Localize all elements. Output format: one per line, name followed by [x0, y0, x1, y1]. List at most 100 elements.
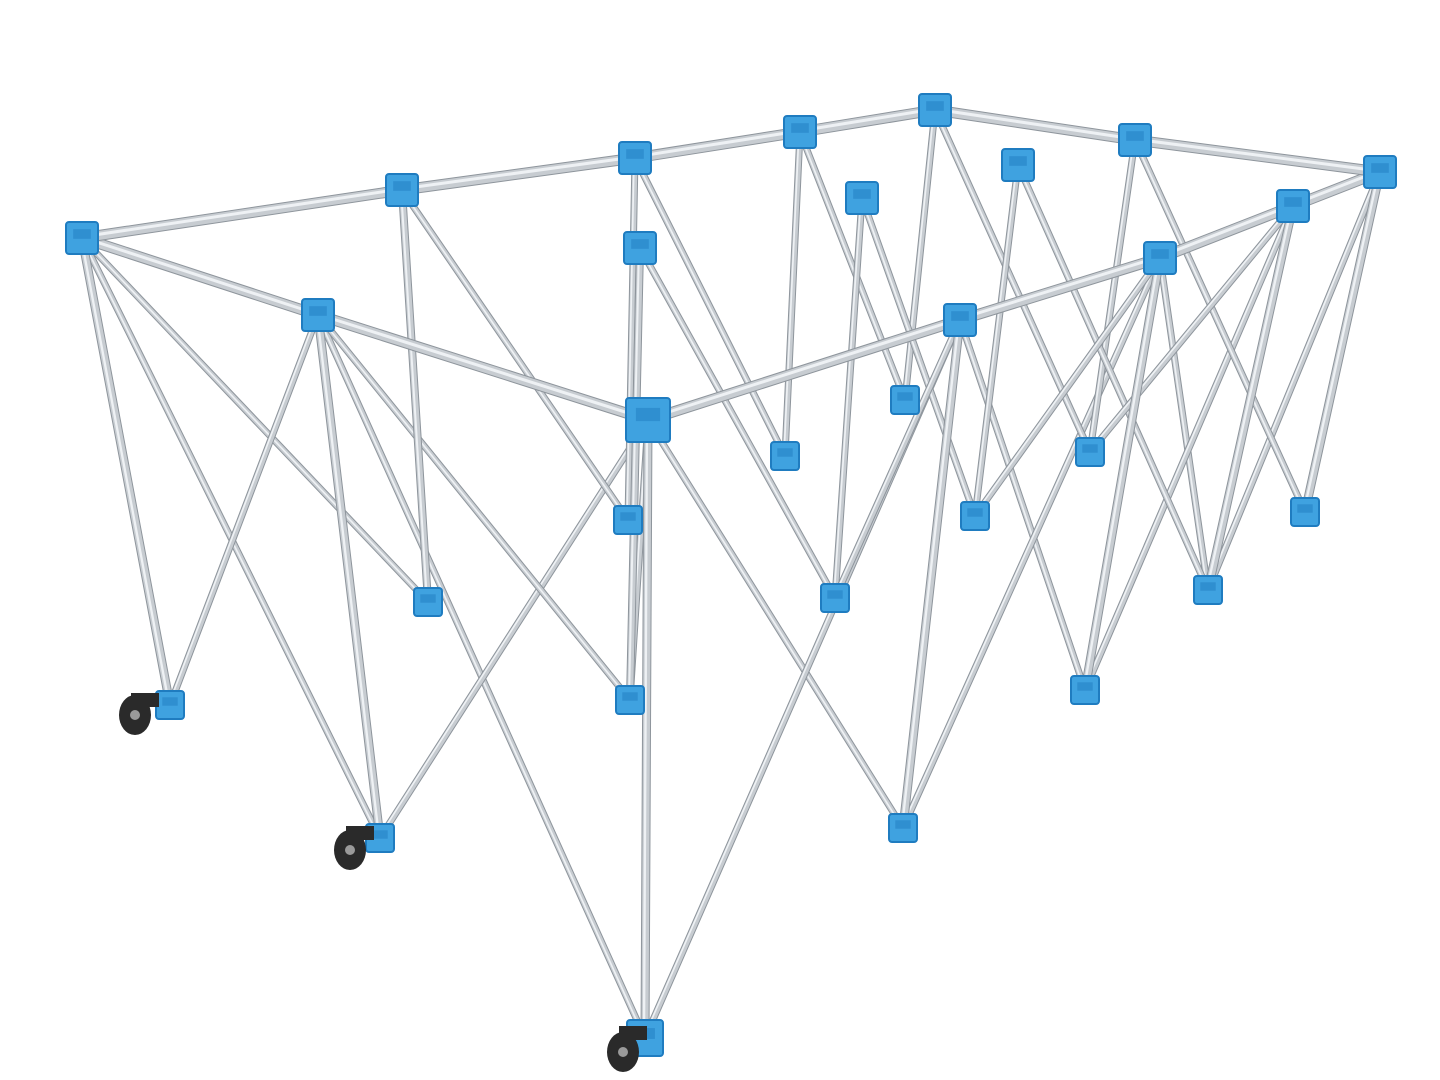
scissor-tube-20-highlight	[1088, 138, 1135, 452]
scissor-tube-10-highlight	[1083, 204, 1293, 690]
top-connector-b4-slot	[926, 101, 944, 111]
caster-hub-0	[130, 710, 140, 720]
caster-hub-1	[345, 845, 355, 855]
scissor-tube-8-highlight	[901, 256, 1160, 828]
top-connector-b3-slot	[791, 123, 809, 133]
caster-bracket-1	[346, 826, 374, 840]
top-connector-i2-slot	[853, 189, 871, 199]
leg-f1-highlight	[315, 312, 381, 839]
scissor-tube-26	[972, 162, 1021, 519]
scissor-tube-14	[625, 155, 638, 523]
scissor-tube-2-highlight	[168, 313, 318, 705]
scissor-tube-26-highlight	[973, 163, 1018, 516]
top-connector-i1-slot	[631, 239, 649, 249]
top-connector-i3-slot	[1009, 156, 1027, 166]
foot-connector-f1-slot	[372, 830, 388, 839]
scissor-tube-16	[782, 129, 803, 459]
scissor-tube-23-highlight	[638, 246, 835, 598]
scissor-tube-18	[902, 107, 938, 403]
rail-0-highlight	[79, 235, 319, 316]
leg-r2-highlight	[1082, 255, 1161, 691]
caster-bracket-2	[619, 1026, 647, 1040]
blue-connectors	[65, 93, 1397, 1057]
scissor-tube-1-highlight	[80, 236, 380, 838]
rail-1-highlight	[315, 312, 649, 421]
leg-br	[1301, 168, 1384, 516]
scissor-tube-30-highlight	[833, 318, 960, 598]
rail-7-highlight	[399, 155, 636, 191]
scissor-tube-11	[1205, 169, 1383, 593]
foot-connector-r2-slot	[1077, 682, 1093, 691]
top-connector-f1-slot	[309, 306, 327, 316]
scissor-tube-7-highlight	[958, 318, 1085, 690]
aluminum-frame	[77, 106, 1385, 1043]
foot-connector-c3-slot	[777, 448, 793, 457]
scissor-tube-16-highlight	[783, 130, 800, 456]
scissor-tube-5-highlight	[646, 418, 903, 828]
rail-8-highlight	[632, 129, 801, 159]
scissor-tube-32-highlight	[1088, 204, 1293, 452]
top-rail-bars	[76, 104, 1386, 426]
top-connector-fl-slot	[73, 229, 91, 239]
scissor-tube-11-highlight	[1206, 170, 1380, 590]
scissor-tube-25-highlight	[860, 196, 975, 516]
scissor-tube-24	[832, 195, 865, 601]
top-connector-fr2-slot	[1284, 197, 1302, 207]
scissor-tube-30	[832, 317, 963, 601]
scissor-tube-28-highlight	[316, 313, 630, 700]
foot-connector-r1-slot	[895, 820, 911, 829]
caster-bracket-0	[131, 693, 159, 707]
leg-r1-highlight	[900, 317, 961, 829]
rail-11-highlight	[1132, 137, 1381, 173]
scissor-tube-14-highlight	[626, 156, 635, 520]
scissor-tube-2	[167, 312, 321, 708]
foot-connector-fr2-slot	[1200, 582, 1216, 591]
rail-4-highlight	[1157, 203, 1294, 259]
scissor-tube-20	[1087, 137, 1138, 455]
top-connector-b5-slot	[1126, 131, 1144, 141]
top-connector-b2-slot	[626, 149, 644, 159]
scissor-tube-9-highlight	[1158, 256, 1208, 590]
scissor-tube-21-highlight	[1133, 138, 1305, 512]
foot-connector-fl-slot	[162, 697, 178, 706]
top-connector-r1-slot	[951, 311, 969, 321]
scissor-tube-18-highlight	[903, 108, 935, 400]
rail-10-highlight	[932, 107, 1136, 141]
leg-fc-highlight	[642, 417, 649, 1039]
scissor-tube-24-highlight	[833, 196, 862, 598]
leg-fl-highlight	[79, 235, 171, 706]
scissor-tube-13-highlight	[400, 188, 628, 520]
scissor-tube-32	[1087, 203, 1296, 455]
scissor-tube-17-highlight	[798, 130, 905, 400]
leg-fr2	[1204, 202, 1297, 594]
scissor-tube-15-highlight	[633, 156, 785, 456]
foot-connector-l3-slot	[620, 512, 636, 521]
scissor-tube-9	[1157, 255, 1211, 593]
scissor-tube-0-highlight	[80, 236, 428, 602]
foot-connector-br-slot	[1297, 504, 1313, 513]
leg-br-highlight	[1302, 169, 1381, 513]
foot-connector-c1-slot	[827, 590, 843, 599]
foot-connector-c4-slot	[897, 392, 913, 401]
scissor-tube-10	[1082, 203, 1296, 693]
leg-fr2-highlight	[1205, 203, 1294, 591]
foot-connector-c2-slot	[967, 508, 983, 517]
top-connector-br-slot	[1371, 163, 1389, 173]
caster-hub-2	[618, 1047, 628, 1057]
leg-i1-highlight	[628, 246, 640, 700]
rail-9-highlight	[797, 107, 936, 133]
foot-connector-l2-slot	[622, 692, 638, 701]
leg-i1	[627, 245, 643, 703]
top-connector-fc-slot	[635, 407, 661, 422]
rail-3-highlight	[957, 255, 1161, 321]
rail-2-highlight	[645, 317, 961, 421]
top-connector-b1-slot	[393, 181, 411, 191]
scissor-tube-8	[900, 255, 1163, 831]
scissor-tube-31	[972, 255, 1163, 519]
foot-connector-l1-slot	[420, 594, 436, 603]
scissor-tube-27-highlight	[1016, 163, 1208, 590]
top-connector-r2-slot	[1151, 249, 1169, 259]
caster-wheels	[119, 693, 647, 1072]
rail-6-highlight	[79, 187, 403, 239]
